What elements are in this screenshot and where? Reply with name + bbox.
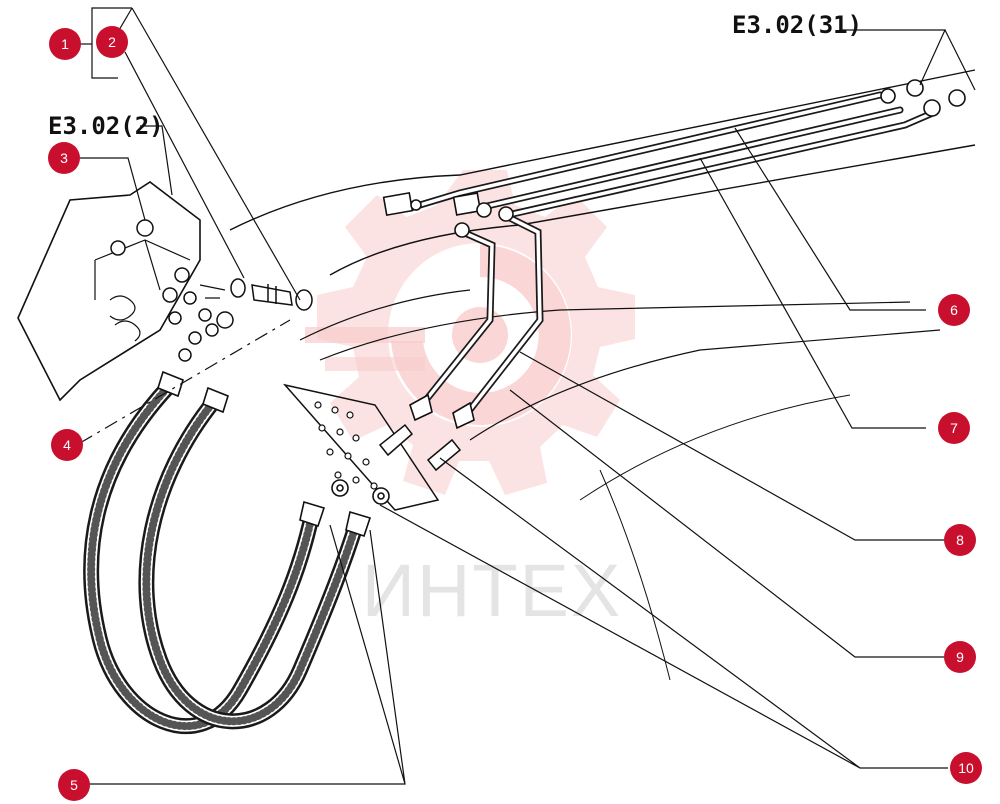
svg-text:2: 2: [108, 34, 116, 50]
mounting-plate: [282, 383, 462, 511]
svg-text:9: 9: [956, 649, 964, 665]
callout-1: 1: [49, 28, 81, 60]
callout-10: 10: [950, 752, 982, 784]
ref-label-e3-02-31: E3.02(31): [732, 11, 862, 39]
callout-9: 9: [944, 641, 976, 673]
callout-2: 2: [96, 26, 128, 58]
svg-text:6: 6: [950, 302, 958, 318]
svg-text:7: 7: [950, 420, 958, 436]
svg-text:10: 10: [958, 760, 974, 776]
rigid-pipes: [382, 79, 966, 430]
svg-text:5: 5: [70, 777, 78, 793]
hose-assembly-5: [83, 370, 372, 735]
svg-text:3: 3: [60, 150, 68, 166]
svg-text:8: 8: [956, 532, 964, 548]
watermark-gear-logo: [305, 170, 635, 495]
callout-8: 8: [944, 524, 976, 556]
callout-5: 5: [58, 769, 90, 801]
callout-4: 4: [51, 429, 83, 461]
callout-7: 7: [938, 412, 970, 444]
valve-block-assembly: [17, 181, 234, 402]
callout-6: 6: [938, 294, 970, 326]
svg-text:1: 1: [61, 36, 69, 52]
callout-3: 3: [48, 142, 80, 174]
leader-lines: [78, 7, 976, 785]
svg-text:4: 4: [63, 437, 71, 453]
watermark-text: ИНТЕХ: [362, 549, 623, 632]
adapter-fitting: [230, 278, 313, 311]
